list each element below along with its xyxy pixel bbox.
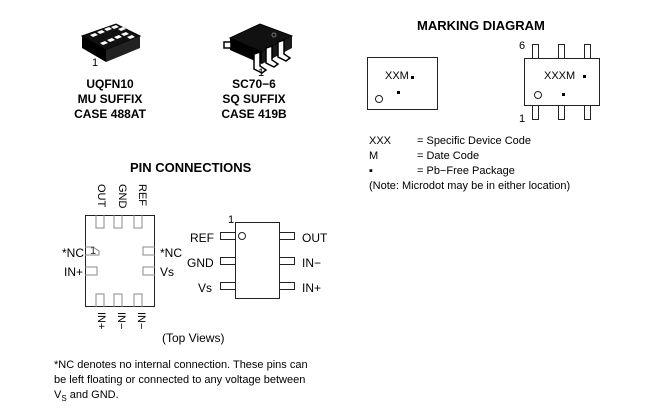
qfn-pin1-marker: 1 bbox=[90, 245, 97, 257]
vs-symbol: V bbox=[54, 389, 62, 401]
sc70-left-pin-label: REF bbox=[190, 231, 214, 245]
qfn-left-pin-label: IN+ bbox=[64, 265, 84, 279]
legend-desc: = Date Code bbox=[417, 150, 480, 162]
footnote-line: be left floating or connected to any vol… bbox=[54, 374, 306, 386]
microdot-note: (Note: Microdot may be in either locatio… bbox=[369, 180, 571, 192]
vs-subscript: S bbox=[61, 394, 67, 404]
qfn-right-pin-label: *NC bbox=[160, 246, 183, 260]
uqfn10-pin1-label: 1 bbox=[92, 57, 99, 69]
sc70-right-pin-label: IN− bbox=[302, 256, 322, 270]
microdot-icon bbox=[562, 93, 565, 96]
microdot-icon: ▪ bbox=[369, 165, 373, 177]
uqfn10-package-icon bbox=[80, 23, 142, 62]
sc70-package-icon bbox=[223, 23, 294, 74]
sc70-right-pin-label: IN+ bbox=[302, 281, 322, 295]
qfn-top-pin-label: OUT bbox=[95, 184, 107, 208]
footnote-line: *NC denotes no internal connection. Thes… bbox=[54, 359, 308, 371]
qfn-top-pin-label: REF bbox=[136, 184, 148, 206]
legend-row: M = Date Code bbox=[369, 149, 570, 164]
sc70-marking-pin6: 6 bbox=[519, 40, 526, 52]
marking-legend: XXX = Specific Device Code M = Date Code… bbox=[369, 134, 570, 194]
qfn-right-pin-label: Vs bbox=[160, 265, 175, 279]
qfn-marking-code: XXM bbox=[385, 70, 409, 82]
legend-desc: = Pb−Free Package bbox=[417, 165, 515, 177]
sc70-left-pin-label: Vs bbox=[198, 281, 213, 295]
microdot-icon bbox=[397, 91, 400, 94]
legend-row: XXX = Specific Device Code bbox=[369, 134, 570, 149]
sc70-marking-code: XXXM bbox=[544, 70, 576, 82]
sc70-pin1-label: 1 bbox=[258, 67, 265, 79]
qfn-marking-body bbox=[367, 57, 438, 110]
sc70-marking-body bbox=[524, 44, 600, 120]
pin-connections-title: PIN CONNECTIONS bbox=[130, 160, 252, 175]
qfn-top-pin-label: GND bbox=[116, 184, 128, 209]
legend-key: XXX bbox=[369, 135, 392, 147]
qfn-body-diagram bbox=[85, 215, 155, 307]
sc70-pin1-marker: 1 bbox=[228, 214, 235, 226]
legend-row: ▪ = Pb−Free Package bbox=[369, 164, 570, 179]
microdot-icon bbox=[411, 76, 414, 79]
uqfn10-name: UQFN10 bbox=[86, 77, 134, 91]
sc70-right-pin-label: OUT bbox=[302, 231, 328, 245]
legend-desc: = Specific Device Code bbox=[417, 135, 532, 147]
footnote-line: VS and GND. bbox=[54, 388, 354, 406]
sc70-suffix: SQ SUFFIX bbox=[222, 92, 286, 106]
sc70-case: CASE 419B bbox=[221, 107, 287, 121]
uqfn10-suffix: MU SUFFIX bbox=[77, 92, 143, 106]
legend-key: M bbox=[369, 150, 379, 162]
qfn-bottom-pin-label: IN+ bbox=[95, 312, 107, 330]
footnote-line-rest: and GND. bbox=[66, 389, 119, 401]
qfn-bottom-pin-label: IN− bbox=[115, 312, 127, 330]
uqfn10-case: CASE 488AT bbox=[74, 107, 146, 121]
qfn-left-pin-label: *NC bbox=[62, 246, 85, 260]
qfn-bottom-pin-label: IN− bbox=[135, 312, 147, 330]
nc-footnote: *NC denotes no internal connection. Thes… bbox=[54, 358, 354, 406]
microdot-icon bbox=[583, 75, 586, 78]
top-views-caption: (Top Views) bbox=[162, 331, 225, 345]
sc70-body-diagram bbox=[220, 222, 295, 299]
sc70-marking-pin1: 1 bbox=[519, 113, 526, 125]
sc70-left-pin-label: GND bbox=[187, 256, 214, 270]
marking-diagram-title: MARKING DIAGRAM bbox=[417, 18, 545, 33]
sc70-name: SC70−6 bbox=[232, 77, 276, 91]
